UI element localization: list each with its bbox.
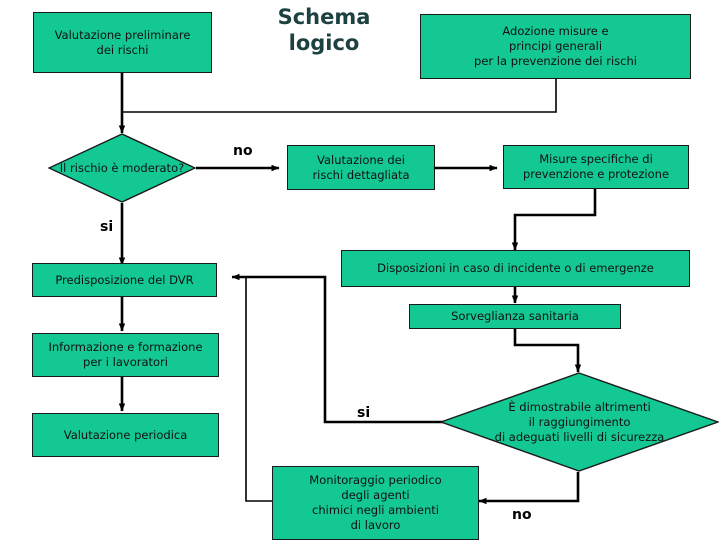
- diamond-shape-rischio-moderato: [48, 133, 196, 203]
- page-title-line2: logico: [288, 31, 360, 55]
- edge-monitoraggio-to-dvr-return: [245, 277, 273, 502]
- edge-adozione-to-diamond: [123, 79, 557, 113]
- node-disposizioni-emergenze-label: Disposizioni in caso di incidente o di e…: [377, 261, 654, 275]
- page-title: Schema logico: [254, 4, 394, 56]
- page-title-line1: Schema: [277, 5, 371, 29]
- node-rischio-moderato[interactable]: Il rischio è moderato?: [48, 133, 196, 203]
- edge-label-no-top: no: [233, 143, 253, 159]
- edge-diamond2-no-to-monitoraggio: [478, 472, 580, 505]
- edge-label-si-bottom: si: [357, 405, 371, 421]
- edge-diamond2-si-to-dvr: [231, 273, 471, 424]
- diamond-shape-dimostrabile-altrimenti: [440, 372, 719, 472]
- node-disposizioni-emergenze[interactable]: Disposizioni in caso di incidente o di e…: [341, 250, 690, 287]
- node-sorveglianza-sanitaria[interactable]: Sorveglianza sanitaria: [409, 304, 621, 329]
- node-predisposizione-dvr-label: Predisposizione del DVR: [55, 272, 194, 287]
- node-valutazione-periodica-label: Valutazione periodica: [63, 427, 188, 442]
- node-valutazione-periodica[interactable]: Valutazione periodica: [32, 413, 219, 457]
- node-predisposizione-dvr[interactable]: Predisposizione del DVR: [32, 263, 217, 297]
- edge-label-si-left: si: [100, 219, 114, 235]
- edge-sorveglianza-to-diamond2: [513, 329, 582, 373]
- edge-label-no-bottom: no: [512, 507, 532, 523]
- node-sorveglianza-sanitaria-label: Sorveglianza sanitaria: [451, 309, 579, 323]
- edge-misure-to-disposizioni: [511, 189, 597, 251]
